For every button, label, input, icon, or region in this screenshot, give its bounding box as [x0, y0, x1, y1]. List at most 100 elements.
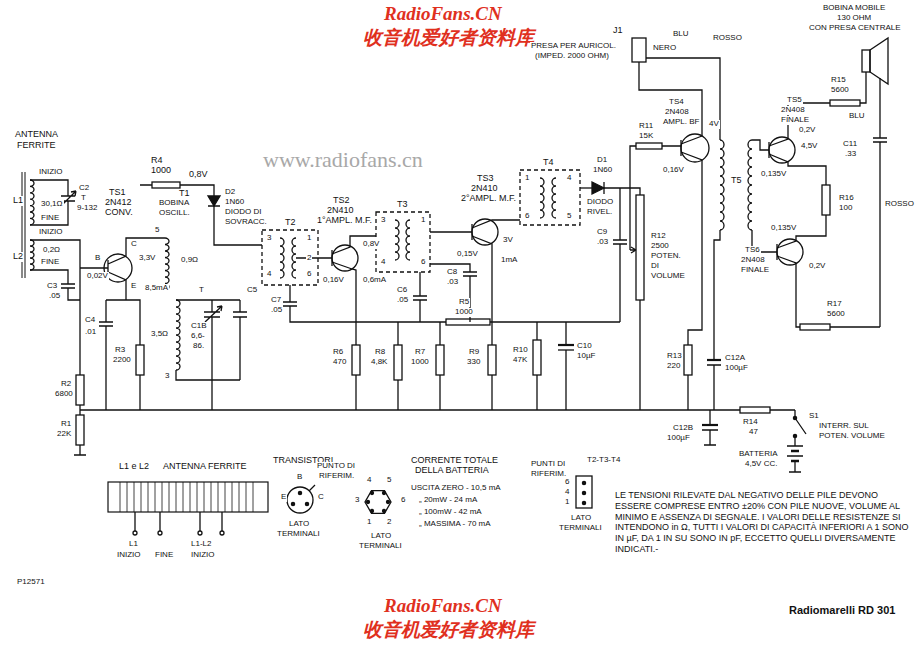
part-label: R6: [332, 348, 344, 357]
part-label: DIODO: [586, 198, 614, 207]
part-label: ROSSO: [712, 34, 743, 43]
part-label: 1: [366, 518, 372, 527]
part-label: 4V: [708, 120, 720, 129]
part-label: C5: [246, 286, 258, 295]
part-label: 5: [566, 212, 572, 221]
part-label: TS2: [332, 196, 351, 206]
part-label: R16: [838, 194, 855, 203]
part-label: C9: [596, 228, 608, 237]
part-label: INIZIO: [116, 551, 142, 560]
part-label: C3: [46, 282, 58, 291]
part-label: 0,135V: [760, 170, 787, 179]
part-label: „ 100mW - 42 mA: [418, 508, 483, 517]
part-label: DI: [650, 262, 660, 271]
part-label: 4: [566, 174, 572, 183]
part-label: E: [130, 282, 137, 291]
part-label: USCITA ZERO - 10,5 mA: [410, 484, 502, 493]
part-label: OSCILL.: [158, 209, 191, 218]
part-label: PUNTO DI: [316, 462, 356, 471]
part-label: RIFERIM.: [530, 470, 567, 479]
part-label: 4: [380, 258, 386, 267]
part-label: VOLUME: [650, 272, 686, 281]
part-label: T2: [284, 218, 297, 228]
part-label: 2500: [650, 242, 670, 251]
part-label: 5600: [830, 86, 850, 95]
part-label: 330: [466, 358, 481, 367]
model-title: Radiomarelli RD 301: [788, 604, 896, 616]
part-label: R11: [638, 122, 654, 131]
part-label: C6: [396, 286, 408, 295]
part-label: B: [296, 473, 303, 482]
part-label: 2: [306, 254, 312, 263]
part-label: 3: [354, 496, 360, 505]
part-label: R4: [150, 156, 164, 166]
part-label: 1000: [454, 308, 474, 317]
part-label: BLU: [848, 112, 866, 121]
part-label: 1mA: [500, 256, 518, 265]
part-label: C: [317, 493, 325, 502]
part-label: LATO: [370, 532, 392, 541]
part-label: 6,6-: [190, 332, 206, 341]
part-label: 130 OHM: [836, 14, 872, 23]
part-label: TERMINALI: [558, 524, 603, 533]
part-label: .01: [84, 328, 97, 337]
part-label: 0,2V: [798, 126, 816, 135]
part-label: 100µF: [724, 364, 749, 373]
part-label: 5: [386, 476, 392, 485]
part-label: R3: [114, 346, 126, 355]
part-label: D2: [224, 188, 236, 197]
part-label: T3: [396, 200, 409, 210]
part-label: 3: [380, 216, 386, 225]
part-label: 86.: [192, 342, 205, 351]
part-label: 4,5V CC.: [744, 460, 778, 469]
part-label: 0,135V: [770, 224, 797, 233]
watermark: 收音机爱好者资料库: [362, 620, 535, 641]
part-label: .33: [844, 150, 857, 159]
part-label: 5600: [826, 310, 846, 319]
watermark: RadioFans.CN: [383, 4, 503, 25]
part-label: .03: [596, 238, 609, 247]
part-label: L1: [12, 196, 24, 206]
part-label: S1: [808, 412, 820, 421]
part-label: 2200: [112, 356, 132, 365]
part-label: R5: [458, 298, 470, 307]
part-label: 4,8K: [370, 358, 388, 367]
part-label: TS5: [786, 96, 803, 105]
part-label: T: [198, 286, 205, 295]
part-label: 3V: [502, 236, 514, 245]
part-label: 1000: [150, 166, 172, 176]
part-label: 30,1Ω: [40, 200, 64, 209]
part-label: 1000: [410, 358, 430, 367]
part-label: P12571: [16, 578, 46, 587]
part-label: TS6: [744, 246, 761, 255]
part-label: T4: [542, 158, 555, 168]
part-label: C12A: [724, 354, 746, 363]
part-label: 4,5V: [800, 142, 818, 151]
part-label: SOVRACC.: [224, 218, 268, 227]
part-label: 0,8V: [362, 240, 380, 249]
part-label: 0,02V: [86, 272, 109, 281]
part-label: R10: [512, 346, 529, 355]
part-label: 10µF: [576, 352, 596, 361]
part-label: DELLA BATTERIA: [414, 466, 490, 476]
part-label: 6: [400, 496, 406, 505]
part-label: R8: [374, 348, 386, 357]
part-label: C10: [576, 342, 593, 351]
part-label: „ MASSIMA - 70 mA: [418, 520, 492, 529]
part-label: 2: [386, 518, 392, 527]
part-label: B: [94, 254, 101, 263]
note-text: LE TENSIONI RILEVATE DAL NEGATIVO DELLE …: [614, 490, 914, 555]
part-label: TERMINALI: [358, 542, 403, 551]
part-label: 3: [164, 372, 170, 381]
part-label: .05: [48, 292, 61, 301]
part-label: R13: [666, 352, 683, 361]
part-label: R14: [742, 418, 759, 427]
part-label: C11: [842, 140, 858, 149]
part-label: J1: [612, 26, 624, 36]
part-label: CON PRESA CENTRALE: [808, 24, 902, 33]
part-label: .05: [270, 306, 283, 315]
part-label: 220: [666, 362, 681, 371]
part-label: BATTERIA: [738, 450, 779, 459]
